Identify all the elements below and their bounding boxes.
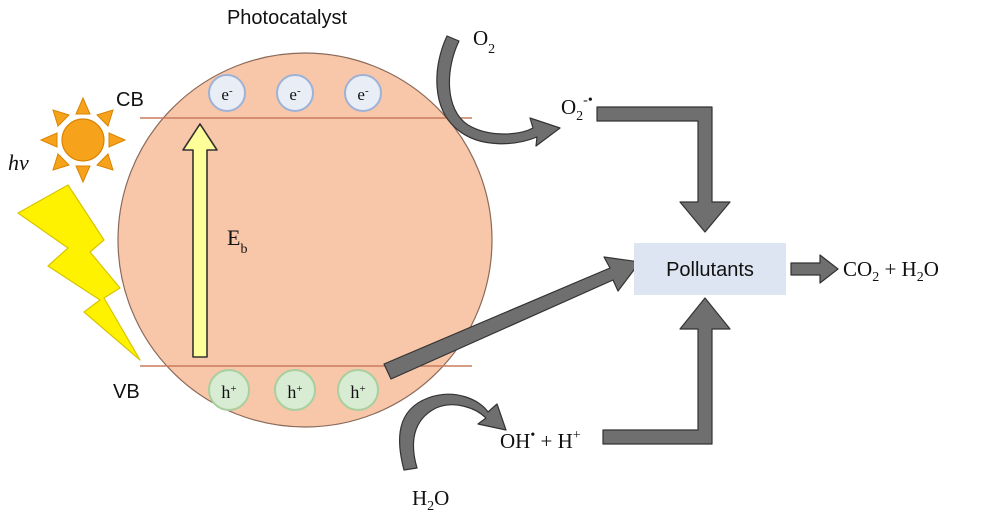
electron — [276, 74, 314, 112]
superoxide-to-pollutants-arrow — [596, 106, 731, 233]
electron-label: e- — [289, 85, 301, 104]
oxygen-reduction-arrow — [436, 35, 561, 147]
superoxide-label: O2-• — [561, 93, 593, 124]
hole-group: h+ h+ h+ — [208, 369, 379, 411]
sun-icon — [39, 96, 127, 184]
hole-label: h+ — [287, 382, 302, 402]
hole — [337, 369, 379, 411]
band-gap-arrow — [182, 123, 218, 358]
products-label: CO2 + H2O — [843, 257, 939, 285]
oxygen-label: O2 — [473, 26, 495, 57]
cb-label: CB — [116, 89, 144, 111]
photon-energy-label: hv — [8, 150, 29, 175]
pollutants-label: Pollutants — [666, 259, 754, 281]
hydroxyl-to-pollutants-arrow — [602, 297, 731, 445]
hole — [274, 369, 316, 411]
hole-label: h+ — [350, 382, 365, 402]
vb-label: VB — [113, 381, 140, 403]
pollutants-to-products-arrow — [790, 254, 839, 284]
band-gap-label: Eb — [227, 225, 247, 257]
lightning-bolt-icon — [17, 184, 141, 361]
electron-group: e- e- e- — [208, 74, 382, 112]
pollutants-box — [634, 243, 786, 295]
electron — [208, 74, 246, 112]
water-label: H2O — [412, 486, 449, 514]
hole-label: h+ — [221, 382, 236, 402]
photocatalyst-title: Photocatalyst — [227, 7, 348, 29]
water-oxidation-arrow — [399, 393, 507, 471]
electron-label: e- — [357, 85, 369, 104]
hydroxyl-label: OH• + H+ — [500, 428, 581, 453]
hole — [208, 369, 250, 411]
hole-to-pollutants-arrow — [383, 256, 641, 380]
electron-label: e- — [221, 85, 233, 104]
electron — [344, 74, 382, 112]
